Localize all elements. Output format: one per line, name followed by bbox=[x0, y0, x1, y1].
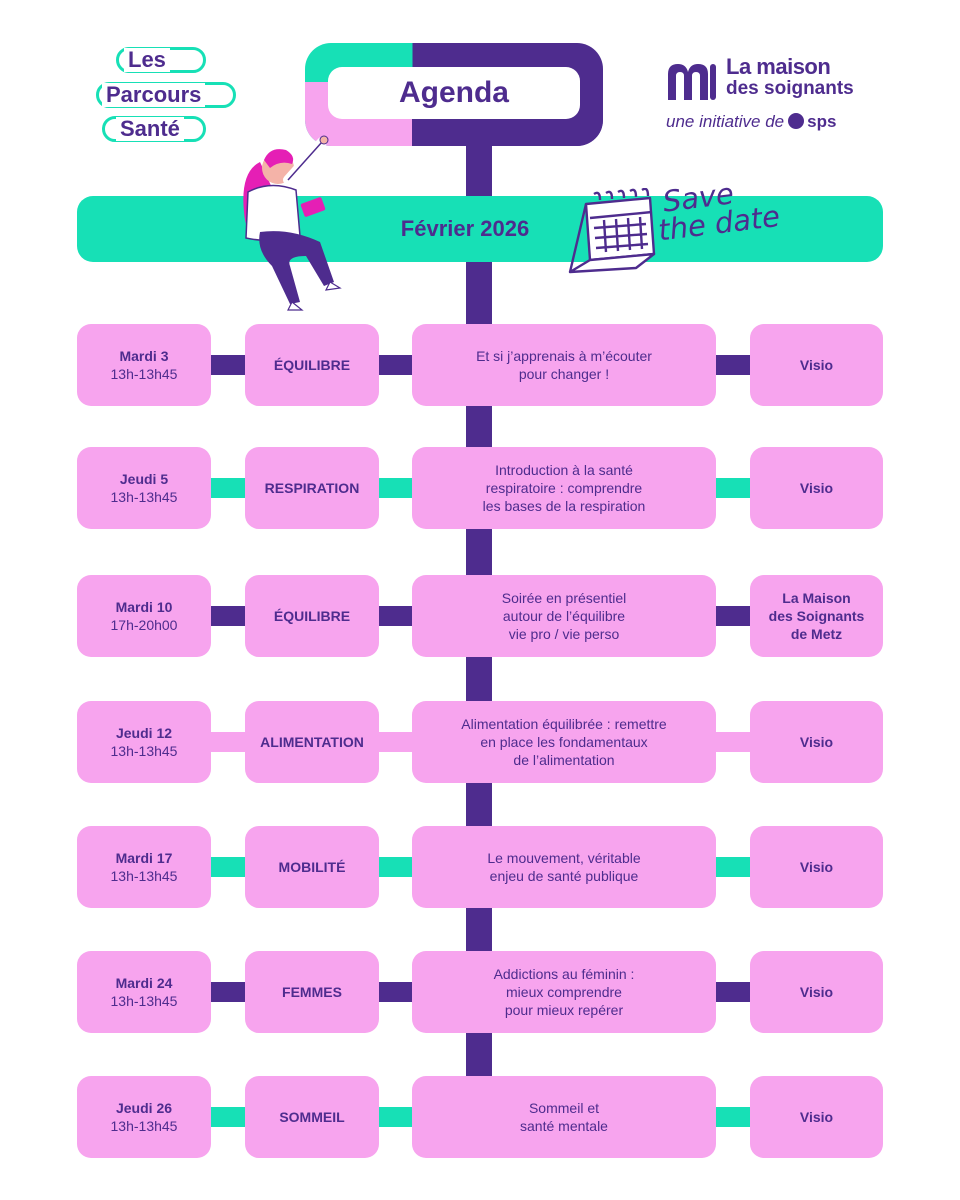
event-time: 17h-20h00 bbox=[110, 617, 178, 633]
logo-word-sante: Santé bbox=[116, 117, 184, 141]
event-theme: SOMMEIL bbox=[245, 1076, 379, 1158]
event-title: Alimentation équilibrée : remettre en pl… bbox=[412, 701, 716, 783]
event-row: Jeudi 5 13h-13h45 RESPIRATION Introduction … bbox=[0, 447, 960, 529]
connector bbox=[379, 606, 412, 626]
event-theme: ALIMENTATION bbox=[245, 701, 379, 783]
parcours-sante-logo: Les Parcours Santé bbox=[96, 44, 246, 154]
event-day: Jeudi 5 bbox=[119, 471, 169, 487]
event-row: Jeudi 12 13h-13h45 ALIMENTATION Alimentatio… bbox=[0, 701, 960, 783]
event-day: Mardi 24 bbox=[115, 975, 173, 991]
connector bbox=[211, 857, 245, 877]
event-location: Visio bbox=[750, 951, 883, 1033]
event-time: 13h-13h45 bbox=[110, 868, 178, 884]
connector bbox=[379, 355, 412, 375]
event-theme: ÉQUILIBRE bbox=[245, 575, 379, 657]
calendar-icon bbox=[568, 188, 656, 274]
maison-des-soignants-logo: La maison des soignants une initiative d… bbox=[664, 56, 884, 136]
event-title: Le mouvement, véritable enjeu de santé p… bbox=[412, 826, 716, 908]
event-time: 13h-13h45 bbox=[110, 366, 178, 382]
maison-m-icon bbox=[668, 64, 716, 100]
connector bbox=[379, 982, 412, 1002]
connector bbox=[211, 478, 245, 498]
event-title: Sommeil et santé mentale bbox=[412, 1076, 716, 1158]
sps-brand: sps bbox=[807, 112, 837, 131]
event-row: Mardi 3 13h-13h45 ÉQUILIBRE Et si j’apprena… bbox=[0, 324, 960, 406]
woman-pointing-illustration bbox=[243, 135, 342, 311]
event-time: 13h-13h45 bbox=[110, 489, 178, 505]
agenda-title: Agenda bbox=[328, 67, 580, 119]
connector bbox=[716, 478, 750, 498]
connector bbox=[716, 857, 750, 877]
event-title: Addictions au féminin : mieux comprendre… bbox=[412, 951, 716, 1033]
event-theme: RESPIRATION bbox=[245, 447, 379, 529]
maison-subtitle: des soignants bbox=[726, 78, 854, 99]
connector bbox=[211, 1107, 245, 1127]
event-date-box: Jeudi 12 13h-13h45 bbox=[77, 701, 211, 783]
event-row: Jeudi 26 13h-13h45 SOMMEIL Sommeil et santé… bbox=[0, 1076, 960, 1158]
event-theme: FEMMES bbox=[245, 951, 379, 1033]
month-label: Février 2026 bbox=[400, 216, 530, 241]
event-row: Mardi 17 13h-13h45 MOBILITÉ Le mouvement, v… bbox=[0, 826, 960, 908]
event-date-box: Mardi 10 17h-20h00 bbox=[77, 575, 211, 657]
connector bbox=[211, 982, 245, 1002]
event-date-box: Jeudi 26 13h-13h45 bbox=[77, 1076, 211, 1158]
event-time: 13h-13h45 bbox=[110, 743, 178, 759]
event-location: Visio bbox=[750, 701, 883, 783]
event-row: Mardi 24 13h-13h45 FEMMES Addictions au fém… bbox=[0, 951, 960, 1033]
event-day: Jeudi 12 bbox=[115, 725, 173, 741]
logo-word-les: Les bbox=[124, 48, 170, 72]
event-date-box: Mardi 17 13h-13h45 bbox=[77, 826, 211, 908]
event-date-box: Mardi 3 13h-13h45 bbox=[77, 324, 211, 406]
event-location: Visio bbox=[750, 447, 883, 529]
maison-tagline: une initiative de sps bbox=[666, 112, 836, 132]
connector bbox=[379, 478, 412, 498]
connector bbox=[211, 355, 245, 375]
event-day: Mardi 3 bbox=[119, 348, 169, 364]
tagline-text: une initiative de bbox=[666, 112, 785, 131]
connector bbox=[211, 606, 245, 626]
connector bbox=[379, 857, 412, 877]
event-location: La Maison des Soignants de Metz bbox=[750, 575, 883, 657]
event-day: Jeudi 26 bbox=[115, 1100, 173, 1116]
month-banner bbox=[77, 196, 883, 262]
sps-icon bbox=[788, 113, 805, 129]
event-title: Soirée en présentiel autour de l’équilib… bbox=[412, 575, 716, 657]
event-date-box: Mardi 24 13h-13h45 bbox=[77, 951, 211, 1033]
event-location: Visio bbox=[750, 324, 883, 406]
connector bbox=[716, 982, 750, 1002]
event-day: Mardi 17 bbox=[115, 850, 173, 866]
connector bbox=[379, 1107, 412, 1127]
event-day: Mardi 10 bbox=[115, 599, 173, 615]
event-date-box: Jeudi 5 13h-13h45 bbox=[77, 447, 211, 529]
event-title: Et si j’apprenais à m’écouter pour chang… bbox=[412, 324, 716, 406]
event-theme: MOBILITÉ bbox=[245, 826, 379, 908]
event-time: 13h-13h45 bbox=[110, 1118, 178, 1134]
event-location: Visio bbox=[750, 826, 883, 908]
connector bbox=[379, 732, 412, 752]
connector bbox=[716, 606, 750, 626]
event-row: Mardi 10 17h-20h00 ÉQUILIBRE Soirée en prés… bbox=[0, 575, 960, 657]
connector bbox=[716, 355, 750, 375]
event-title: Introduction à la santé respiratoire : c… bbox=[412, 447, 716, 529]
event-theme: ÉQUILIBRE bbox=[245, 324, 379, 406]
event-location: Visio bbox=[750, 1076, 883, 1158]
connector bbox=[211, 732, 245, 752]
event-time: 13h-13h45 bbox=[110, 993, 178, 1009]
connector bbox=[716, 732, 750, 752]
maison-title: La maison bbox=[726, 54, 831, 79]
connector bbox=[716, 1107, 750, 1127]
logo-word-parcours: Parcours bbox=[102, 83, 206, 107]
